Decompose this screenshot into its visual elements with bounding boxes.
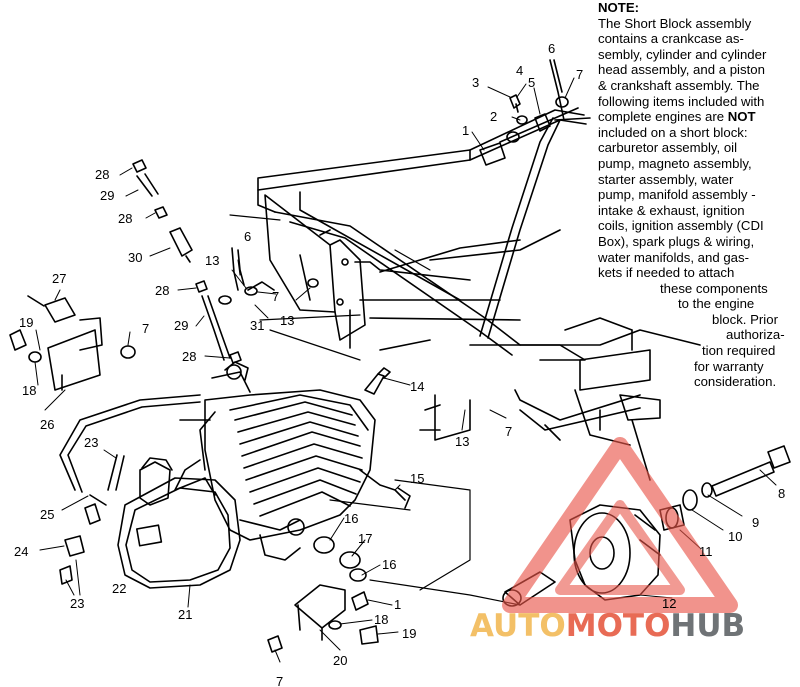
callout-13: 13: [205, 253, 220, 268]
watermark-part: MOTO: [565, 608, 671, 644]
top-hardware: [479, 59, 591, 166]
callout-25: 25: [40, 507, 55, 522]
callout-2: 2: [490, 109, 498, 124]
callout-1: 1: [462, 123, 470, 138]
callout-12: 12: [662, 596, 677, 611]
note-line: head assembly, and a piston: [598, 62, 765, 78]
callout-1: 1: [394, 597, 402, 612]
left-bracket: [9, 295, 136, 391]
callout-5: 5: [528, 75, 536, 90]
note-line: pump, magneto assembly,: [598, 155, 752, 171]
callout-30: 30: [128, 250, 143, 265]
callout-26: 26: [40, 417, 55, 432]
callout-28: 28: [95, 167, 110, 182]
note-line: for warranty: [694, 358, 764, 374]
note-line: kets if needed to attach: [598, 265, 735, 281]
callout-11: 11: [699, 544, 713, 559]
callout-7: 7: [272, 289, 280, 304]
callout-16: 16: [382, 557, 397, 572]
callout-22: 22: [112, 581, 127, 596]
routing-lines: [229, 214, 521, 606]
note-line: to the engine: [678, 296, 755, 312]
callout-23: 23: [84, 435, 99, 450]
callout-29: 29: [100, 188, 115, 203]
note-line: complete engines are NOT: [598, 109, 798, 125]
callout-8: 8: [778, 486, 786, 501]
callout-16: 16: [344, 511, 359, 526]
callout-9: 9: [752, 515, 760, 530]
engine-assembly: [59, 361, 411, 589]
callout-19: 19: [19, 315, 34, 330]
note-line: contains a crankcase as-: [598, 31, 744, 47]
callout-14: 14: [410, 379, 425, 394]
callout-13: 13: [280, 313, 295, 328]
watermark-part: AUTO: [470, 608, 566, 644]
note-line: these components: [660, 280, 768, 296]
callout-18: 18: [374, 612, 389, 627]
callout-28: 28: [118, 211, 133, 226]
note-line: following items included with: [598, 93, 765, 109]
callout-20: 20: [333, 653, 348, 668]
callout-7: 7: [276, 674, 284, 687]
callout-4: 4: [516, 63, 524, 78]
callout-7: 7: [576, 67, 584, 82]
callout-19: 19: [402, 626, 417, 641]
note-emphasis: NOT: [727, 109, 756, 125]
note-title: NOTE:: [598, 0, 640, 15]
note-line: tion required: [702, 343, 776, 359]
note-line: Box), spark plugs & wiring,: [598, 233, 755, 249]
fuel-line-parts: [132, 159, 319, 364]
lower-mount: [267, 536, 379, 653]
note-line: coils, ignition assembly (CDI: [598, 218, 764, 234]
callout-17: 17: [358, 531, 373, 546]
callout-6: 6: [548, 41, 556, 56]
callout-21: 21: [178, 607, 193, 622]
callout-3: 3: [472, 75, 480, 90]
note-line: carburetor assembly, oil: [598, 140, 738, 156]
note-line: starter assembly, water: [598, 171, 734, 187]
callout-31: 31: [250, 318, 265, 333]
note-line: sembly, cylinder and cylinder: [598, 46, 767, 62]
callout-24: 24: [14, 544, 29, 559]
callout-7: 7: [142, 321, 150, 336]
leader-lines: [34, 77, 777, 663]
note-line: & crankshaft assembly. The: [598, 77, 760, 93]
callout-23: 23: [70, 596, 85, 611]
callout-29: 29: [174, 318, 189, 333]
watermark-text: AUTOMOTOHUB: [470, 608, 745, 644]
callout-7: 7: [505, 424, 513, 439]
callout-13: 13: [455, 434, 470, 449]
note-line: consideration.: [694, 374, 777, 390]
note-text: complete engines are: [598, 109, 728, 125]
callout-6: 6: [244, 229, 252, 244]
callout-10: 10: [728, 529, 743, 544]
note-line: block. Prior: [712, 311, 778, 327]
callout-28: 28: [155, 283, 170, 298]
note-line: water manifolds, and gas-: [598, 249, 749, 265]
note-line: included on a short block:: [598, 124, 748, 140]
note-line: intake & exhaust, ignition: [598, 202, 745, 218]
callout-18: 18: [22, 383, 37, 398]
frame: [257, 109, 701, 481]
callout-27: 27: [52, 271, 67, 286]
note-line: The Short Block assembly: [598, 15, 752, 31]
short-block-note: NOTE: The Short Block assembly contains …: [598, 0, 798, 390]
callout-15: 15: [410, 471, 425, 486]
note-line: pump, manifold assembly -: [598, 187, 756, 203]
frame-plate: [264, 194, 366, 349]
callout-28: 28: [182, 349, 197, 364]
watermark-part: HUB: [670, 608, 746, 644]
note-line: authoriza-: [726, 327, 785, 343]
watermark-logo: [502, 437, 738, 613]
